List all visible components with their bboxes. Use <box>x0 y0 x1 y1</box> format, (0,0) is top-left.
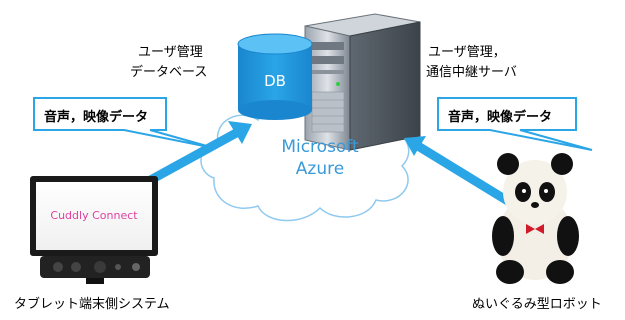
callout-left-box <box>33 97 215 149</box>
callout-right-box <box>437 97 593 151</box>
callout-right-text: 音声，映像データ <box>448 110 553 125</box>
tablet-monitor-icon <box>30 176 158 284</box>
cloud-label-line1: Microsoft <box>281 137 359 157</box>
tablet-caption: タブレット端末側システム <box>14 297 170 312</box>
db-caption-line1: ユーザ管理 <box>138 45 203 60</box>
cloud-label-line2: Azure <box>296 159 344 179</box>
callout-left-text: 音声，映像データ <box>44 110 149 125</box>
screen-brand-text: Cuddly Connect <box>50 209 138 222</box>
db-caption-line2: データベース <box>130 65 208 80</box>
robot-caption: ぬいぐるみ型ロボット <box>472 297 602 312</box>
server-caption-line1: ユーザ管理， <box>428 45 506 60</box>
database-icon <box>237 33 313 120</box>
server-icon <box>304 13 421 151</box>
server-caption-line2: 通信中継サーバ <box>426 65 517 80</box>
db-label: DB <box>264 72 286 90</box>
panda-robot-icon <box>492 153 579 284</box>
